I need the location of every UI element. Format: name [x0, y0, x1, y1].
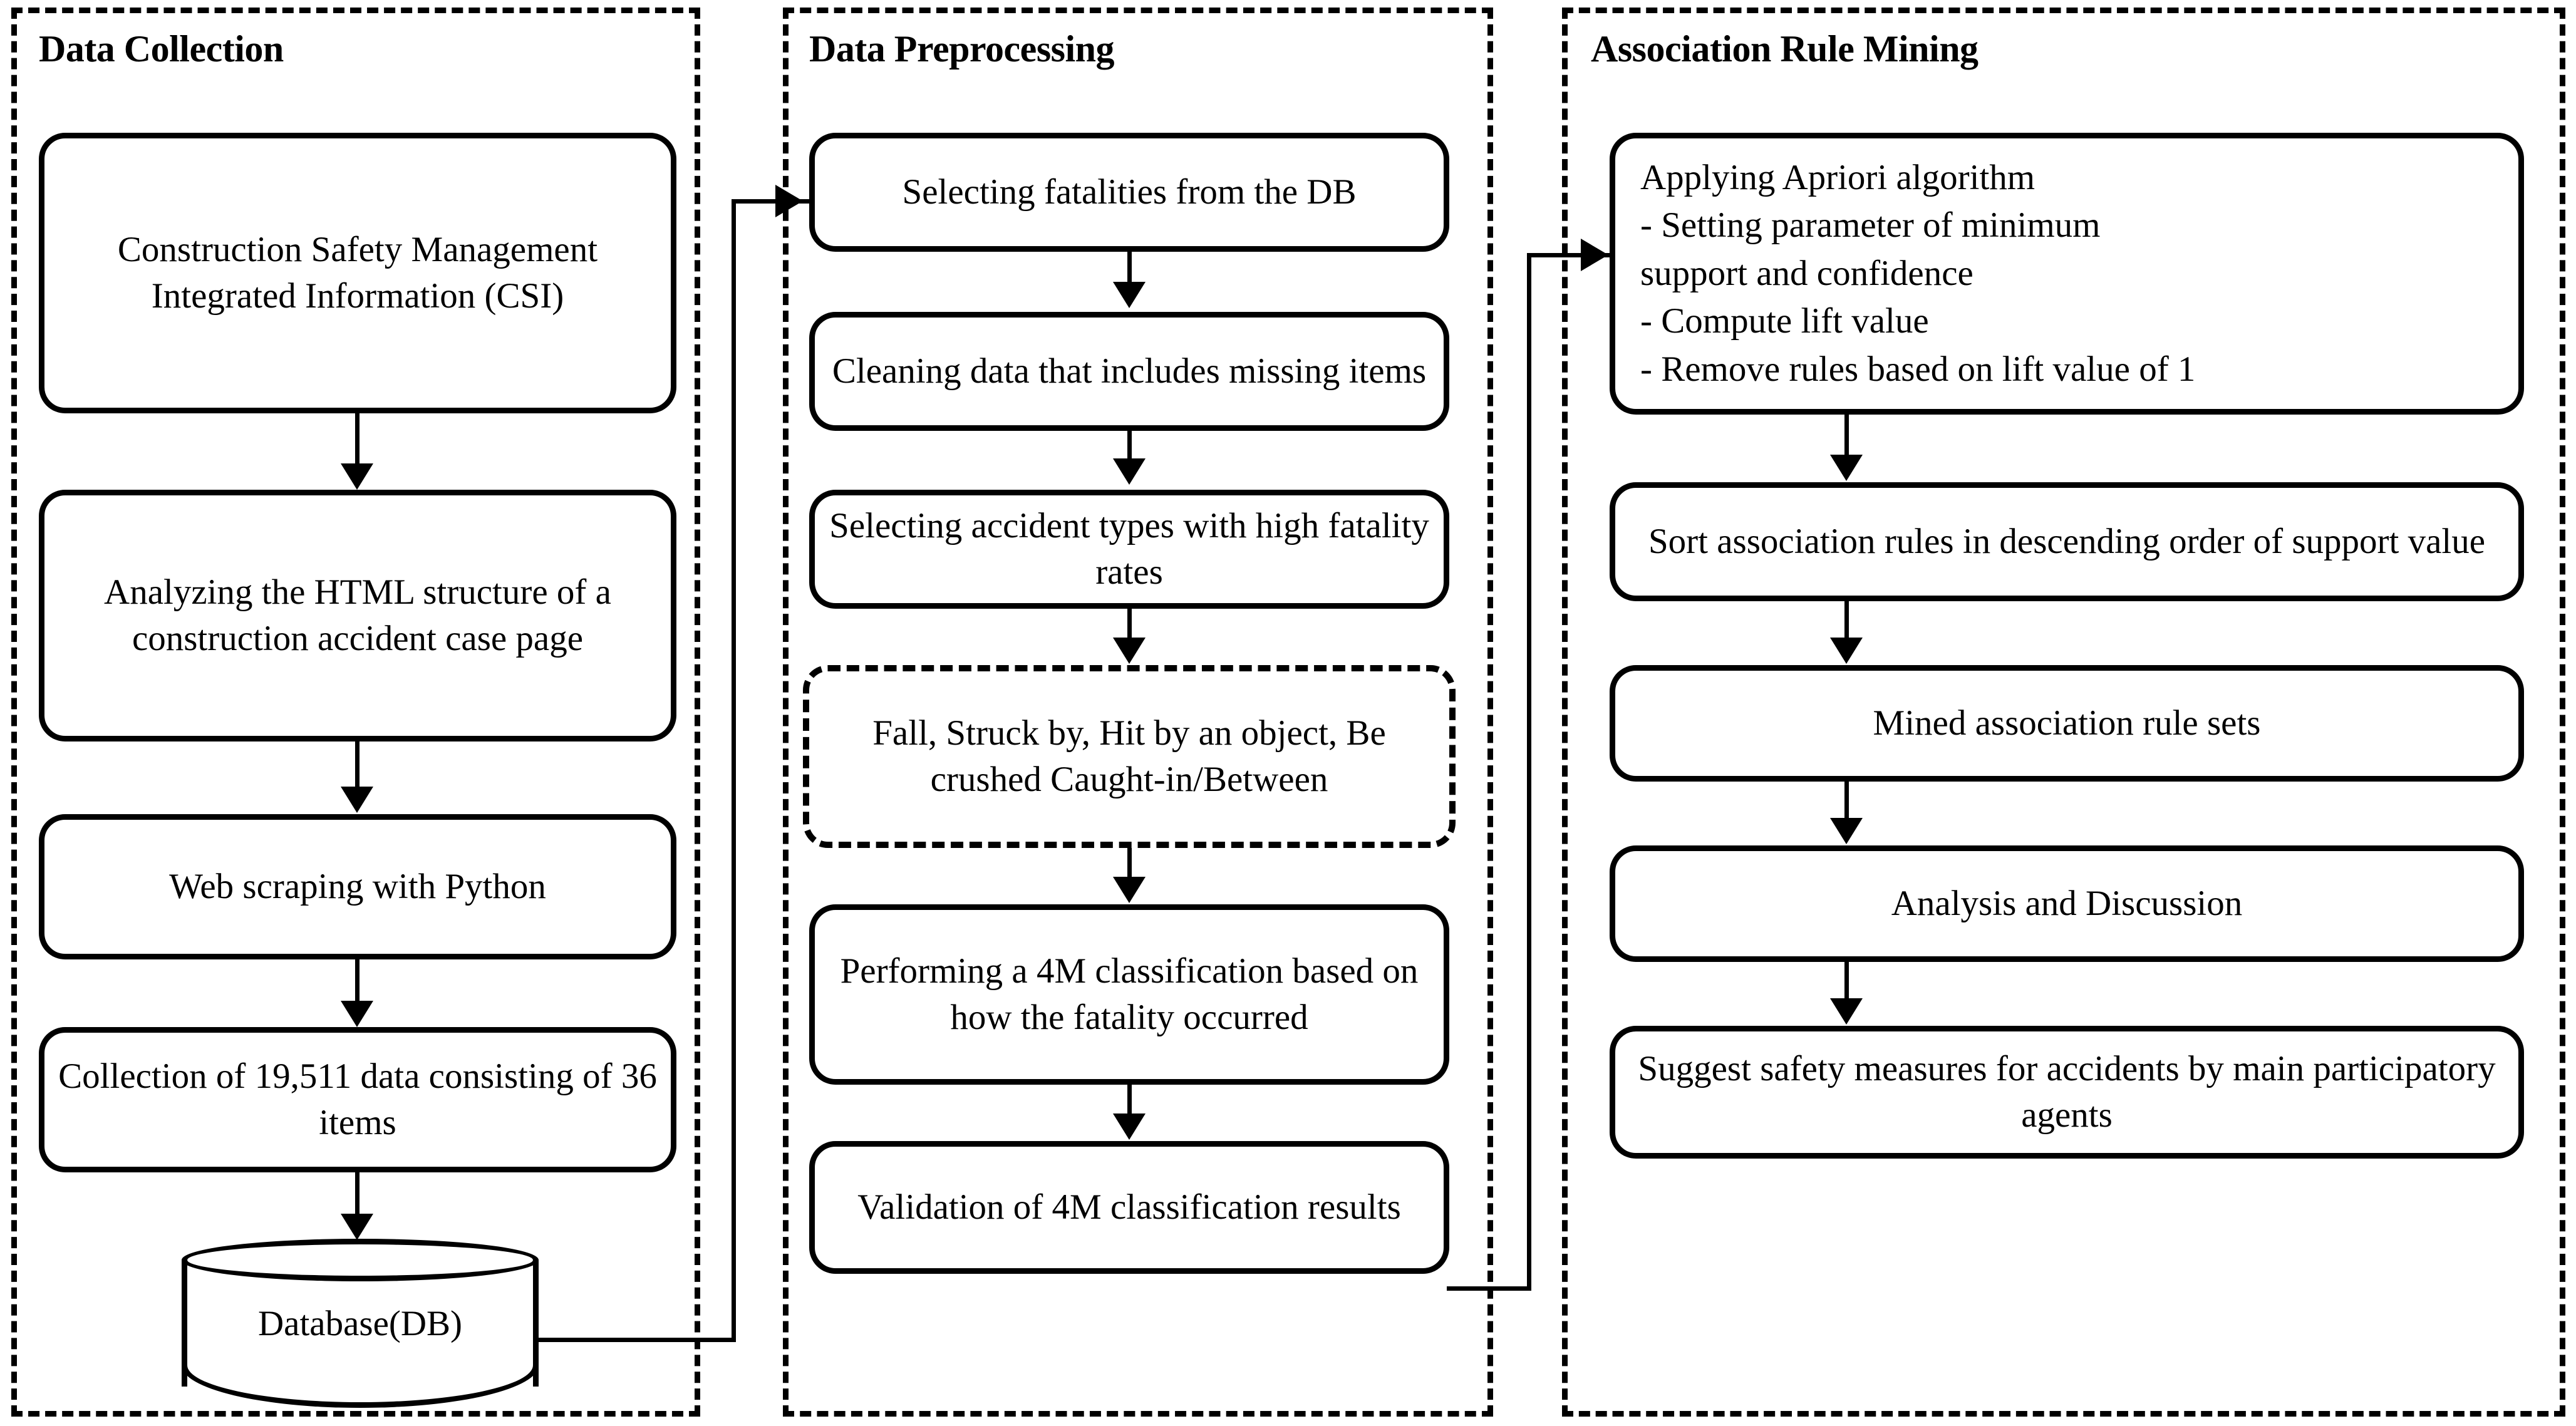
node-database[interactable]: Database(DB)	[182, 1239, 539, 1408]
panel-association-rule-mining	[1562, 8, 2565, 1417]
apriori-line-3: support and confidence	[1640, 253, 1973, 293]
panel-data-collection	[11, 8, 700, 1417]
arrowhead-validation-to-apriori	[1581, 239, 1608, 271]
node-select-fatalities[interactable]: Selecting fatalities from the DB	[809, 133, 1449, 252]
node-accident-types-label: Fall, Struck by, Hit by an object, Be cr…	[872, 713, 1386, 799]
node-csi-label: Construction Safety Management Integrate…	[117, 229, 598, 316]
database-cylinder-top	[182, 1239, 539, 1281]
connector-mined-to-analysis	[1844, 782, 1849, 825]
arrowhead-accidents-to-4m	[1113, 877, 1146, 903]
arrowhead-4m-to-validation	[1113, 1113, 1146, 1140]
panel-title-association-rule-mining: Association Rule Mining	[1591, 28, 1979, 70]
connector-analysis-to-suggest	[1844, 962, 1849, 1006]
arrowhead-select-to-clean	[1113, 282, 1146, 308]
node-collection-label: Collection of 19,511 data consisting of …	[58, 1056, 657, 1142]
connector-accidents-to-4m	[1127, 848, 1132, 884]
node-analysis-label: Analysis and Discussion	[1891, 883, 2243, 923]
arrowhead-db-to-select	[775, 185, 803, 217]
panel-title-data-preprocessing: Data Preprocessing	[809, 28, 1115, 70]
node-select-types-label: Selecting accident types with high fatal…	[829, 505, 1429, 592]
node-clean-data[interactable]: Cleaning data that includes missing item…	[809, 312, 1449, 431]
node-suggest-label: Suggest safety measures for accidents by…	[1638, 1048, 2496, 1135]
arrowhead-apriori-to-sort	[1830, 455, 1863, 481]
node-suggest[interactable]: Suggest safety measures for accidents by…	[1610, 1026, 2524, 1159]
arrowhead-sort-to-mined	[1830, 638, 1863, 664]
connector-csi-to-analyze	[355, 413, 360, 473]
node-analysis[interactable]: Analysis and Discussion	[1610, 845, 2524, 962]
node-four-m-classification-label: Performing a 4M classification based on …	[840, 951, 1419, 1037]
node-analyze-html-label: Analyzing the HTML structure of a constr…	[104, 572, 611, 658]
node-validation-label: Validation of 4M classification results	[857, 1187, 1401, 1227]
connector-analyze-to-scrape	[355, 741, 360, 797]
node-accident-types[interactable]: Fall, Struck by, Hit by an object, Be cr…	[803, 665, 1456, 848]
node-csi[interactable]: Construction Safety Management Integrate…	[39, 133, 676, 413]
connector-clean-to-types	[1127, 431, 1132, 466]
connector-scrape-to-collection	[355, 959, 360, 1011]
node-select-fatalities-label: Selecting fatalities from the DB	[902, 172, 1357, 212]
arrowhead-collection-to-db	[341, 1214, 373, 1240]
node-database-label: Database(DB)	[257, 1303, 463, 1343]
node-sort-rules-label: Sort association rules in descending ord…	[1648, 521, 2486, 561]
arrowhead-scrape-to-collection	[341, 1001, 373, 1027]
node-four-m-classification[interactable]: Performing a 4M classification based on …	[809, 904, 1449, 1085]
apriori-line-4: - Compute lift value	[1640, 301, 1929, 341]
node-mined-rules-label: Mined association rule sets	[1873, 703, 2261, 743]
connector-db-to-select-h1	[535, 1338, 736, 1342]
connector-4m-to-validation	[1127, 1085, 1132, 1121]
connector-select-to-clean	[1127, 252, 1132, 289]
node-web-scraping[interactable]: Web scraping with Python	[39, 814, 676, 959]
node-analyze-html[interactable]: Analyzing the HTML structure of a constr…	[39, 490, 676, 741]
node-validation[interactable]: Validation of 4M classification results	[809, 1141, 1449, 1274]
node-sort-rules[interactable]: Sort association rules in descending ord…	[1610, 482, 2524, 601]
arrowhead-analyze-to-scrape	[341, 787, 373, 813]
connector-sort-to-mined	[1844, 601, 1849, 645]
connector-validation-to-apriori-h1	[1447, 1286, 1531, 1291]
panel-data-preprocessing	[783, 8, 1493, 1417]
connector-validation-to-apriori-h2	[1527, 253, 1621, 257]
node-web-scraping-label: Web scraping with Python	[169, 866, 546, 906]
arrowhead-clean-to-types	[1113, 458, 1146, 485]
node-mined-rules[interactable]: Mined association rule sets	[1610, 665, 2524, 782]
arrowhead-analysis-to-suggest	[1830, 998, 1863, 1025]
arrowhead-types-to-accidents	[1113, 638, 1146, 664]
apriori-line-5: - Remove rules based on lift value of 1	[1640, 349, 2196, 389]
node-clean-data-label: Cleaning data that includes missing item…	[832, 351, 1427, 391]
connector-types-to-accidents	[1127, 609, 1132, 644]
apriori-line-1: Applying Apriori algorithm	[1640, 158, 2035, 198]
node-apriori[interactable]: Applying Apriori algorithm - Setting par…	[1610, 133, 2524, 415]
connector-db-to-select-v	[732, 199, 736, 1340]
apriori-line-2: - Setting parameter of minimum	[1640, 205, 2101, 245]
node-collection[interactable]: Collection of 19,511 data consisting of …	[39, 1027, 676, 1172]
connector-validation-to-apriori-v	[1527, 253, 1531, 1289]
node-select-types[interactable]: Selecting accident types with high fatal…	[809, 490, 1449, 609]
node-apriori-label: Applying Apriori algorithm - Setting par…	[1640, 154, 2507, 393]
arrowhead-csi-to-analyze	[341, 463, 373, 490]
connector-collection-to-db	[355, 1172, 360, 1224]
arrowhead-mined-to-analysis	[1830, 818, 1863, 844]
panel-title-data-collection: Data Collection	[39, 28, 284, 70]
connector-apriori-to-sort	[1844, 415, 1849, 462]
